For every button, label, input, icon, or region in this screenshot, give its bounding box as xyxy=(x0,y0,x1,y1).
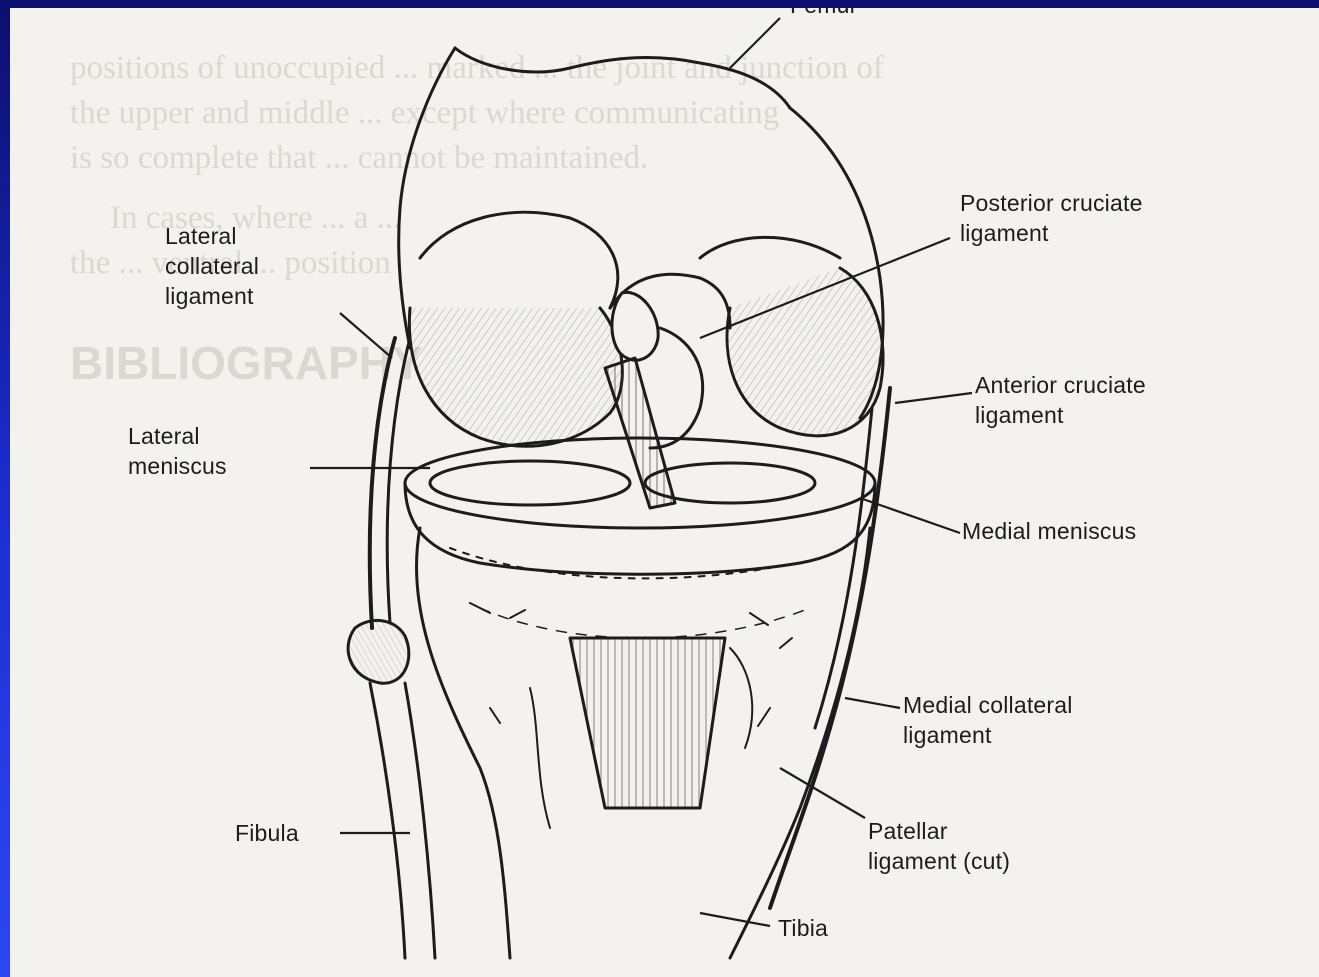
label-medial-collateral-line-1: Medial collateral xyxy=(903,690,1073,720)
label-lateral-meniscus: Lateral meniscus xyxy=(128,421,227,481)
label-anterior-cruciate-line-1: Anterior cruciate xyxy=(975,370,1146,400)
label-patellar-ligament-line-1: Patellar xyxy=(868,816,1010,846)
label-medial-meniscus-line-1: Medial meniscus xyxy=(962,516,1136,546)
label-lateral-collateral-line-3: ligament xyxy=(165,281,259,311)
label-lateral-collateral-line-1: Lateral xyxy=(165,221,259,251)
label-medial-collateral-line-2: ligament xyxy=(903,720,1073,750)
meniscus-inner-left xyxy=(430,461,630,505)
label-posterior-cruciate-line-1: Posterior cruciate xyxy=(960,188,1143,218)
label-posterior-cruciate-line-2: ligament xyxy=(960,218,1143,248)
leader-medial-collateral xyxy=(845,698,900,708)
label-femur: Femur xyxy=(790,8,857,20)
medial-condyle xyxy=(727,268,883,436)
leader-anterior-cruciate xyxy=(895,393,972,403)
fibula-shaft-right xyxy=(405,683,435,958)
leader-femur xyxy=(730,18,780,68)
fibula-shaft-left xyxy=(370,683,405,958)
patellar-ligament-stump xyxy=(570,638,725,808)
label-posterior-cruciate: Posterior cruciate ligament xyxy=(960,188,1143,248)
lateral-collateral-shape xyxy=(370,338,395,628)
label-patellar-ligament-line-2: ligament (cut) xyxy=(868,846,1010,876)
femur-left-edge xyxy=(399,48,455,348)
label-patellar-ligament: Patellar ligament (cut) xyxy=(868,816,1010,876)
label-lateral-meniscus-line-2: meniscus xyxy=(128,451,227,481)
label-tibia: Tibia xyxy=(778,913,828,943)
leader-tibia xyxy=(700,913,770,926)
label-lateral-collateral: Lateral collateral ligament xyxy=(165,221,259,311)
label-fibula: Fibula xyxy=(235,818,299,848)
label-medial-collateral: Medial collateral ligament xyxy=(903,690,1073,750)
leader-patellar-ligament xyxy=(780,768,865,818)
label-anterior-cruciate: Anterior cruciate ligament xyxy=(975,370,1146,430)
label-anterior-cruciate-line-2: ligament xyxy=(975,400,1146,430)
posterior-cruciate-shape xyxy=(612,292,658,360)
label-medial-meniscus: Medial meniscus xyxy=(962,516,1136,546)
leader-lateral-collateral xyxy=(340,313,392,358)
label-lateral-meniscus-line-1: Lateral xyxy=(128,421,227,451)
lateral-condyle xyxy=(409,308,622,446)
fibula-head xyxy=(348,620,409,683)
knee-diagram-slide: positions of unoccupied ... marked ... t… xyxy=(10,8,1319,977)
knee-anatomy-illustration xyxy=(10,8,1319,977)
label-lateral-collateral-line-2: collateral xyxy=(165,251,259,281)
anterior-cruciate-shape xyxy=(605,358,675,508)
